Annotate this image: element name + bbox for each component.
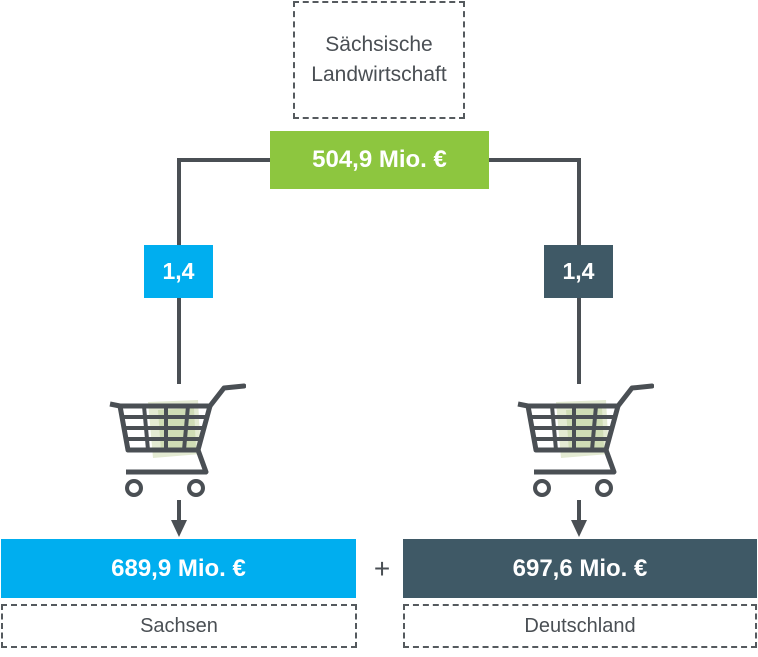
shopping-cart-icon: [109, 383, 246, 497]
left-arrow-head: [171, 520, 187, 537]
region-label-sachsen: Sachsen: [1, 604, 357, 648]
result-box-deutschland: 697,6 Mio. €: [403, 539, 757, 598]
total-value: 504,9 Mio. €: [312, 146, 447, 173]
region-label-deutschland: Deutschland: [403, 604, 757, 648]
source-box: Sächsische Landwirtschaft: [293, 1, 465, 119]
source-line-1: Sächsische: [325, 33, 433, 56]
factor-box-sachsen: 1,4: [144, 245, 213, 298]
factor-deutschland: 1,4: [562, 258, 595, 284]
shopping-cart-icon: [517, 383, 654, 497]
left-branch-line: [177, 158, 272, 384]
result-deutschland: 697,6 Mio. €: [512, 554, 648, 582]
region-sachsen: Sachsen: [140, 614, 218, 637]
plus-sign: +: [373, 553, 391, 584]
right-arrow-head: [571, 520, 587, 537]
result-box-sachsen: 689,9 Mio. €: [1, 539, 356, 598]
total-value-box: 504,9 Mio. €: [270, 131, 489, 189]
factor-box-deutschland: 1,4: [544, 245, 613, 298]
region-deutschland: Deutschland: [524, 614, 636, 637]
result-sachsen: 689,9 Mio. €: [111, 554, 246, 582]
factor-sachsen: 1,4: [162, 258, 195, 284]
right-branch-line: [487, 158, 581, 384]
source-line-2: Landwirtschaft: [311, 63, 447, 86]
